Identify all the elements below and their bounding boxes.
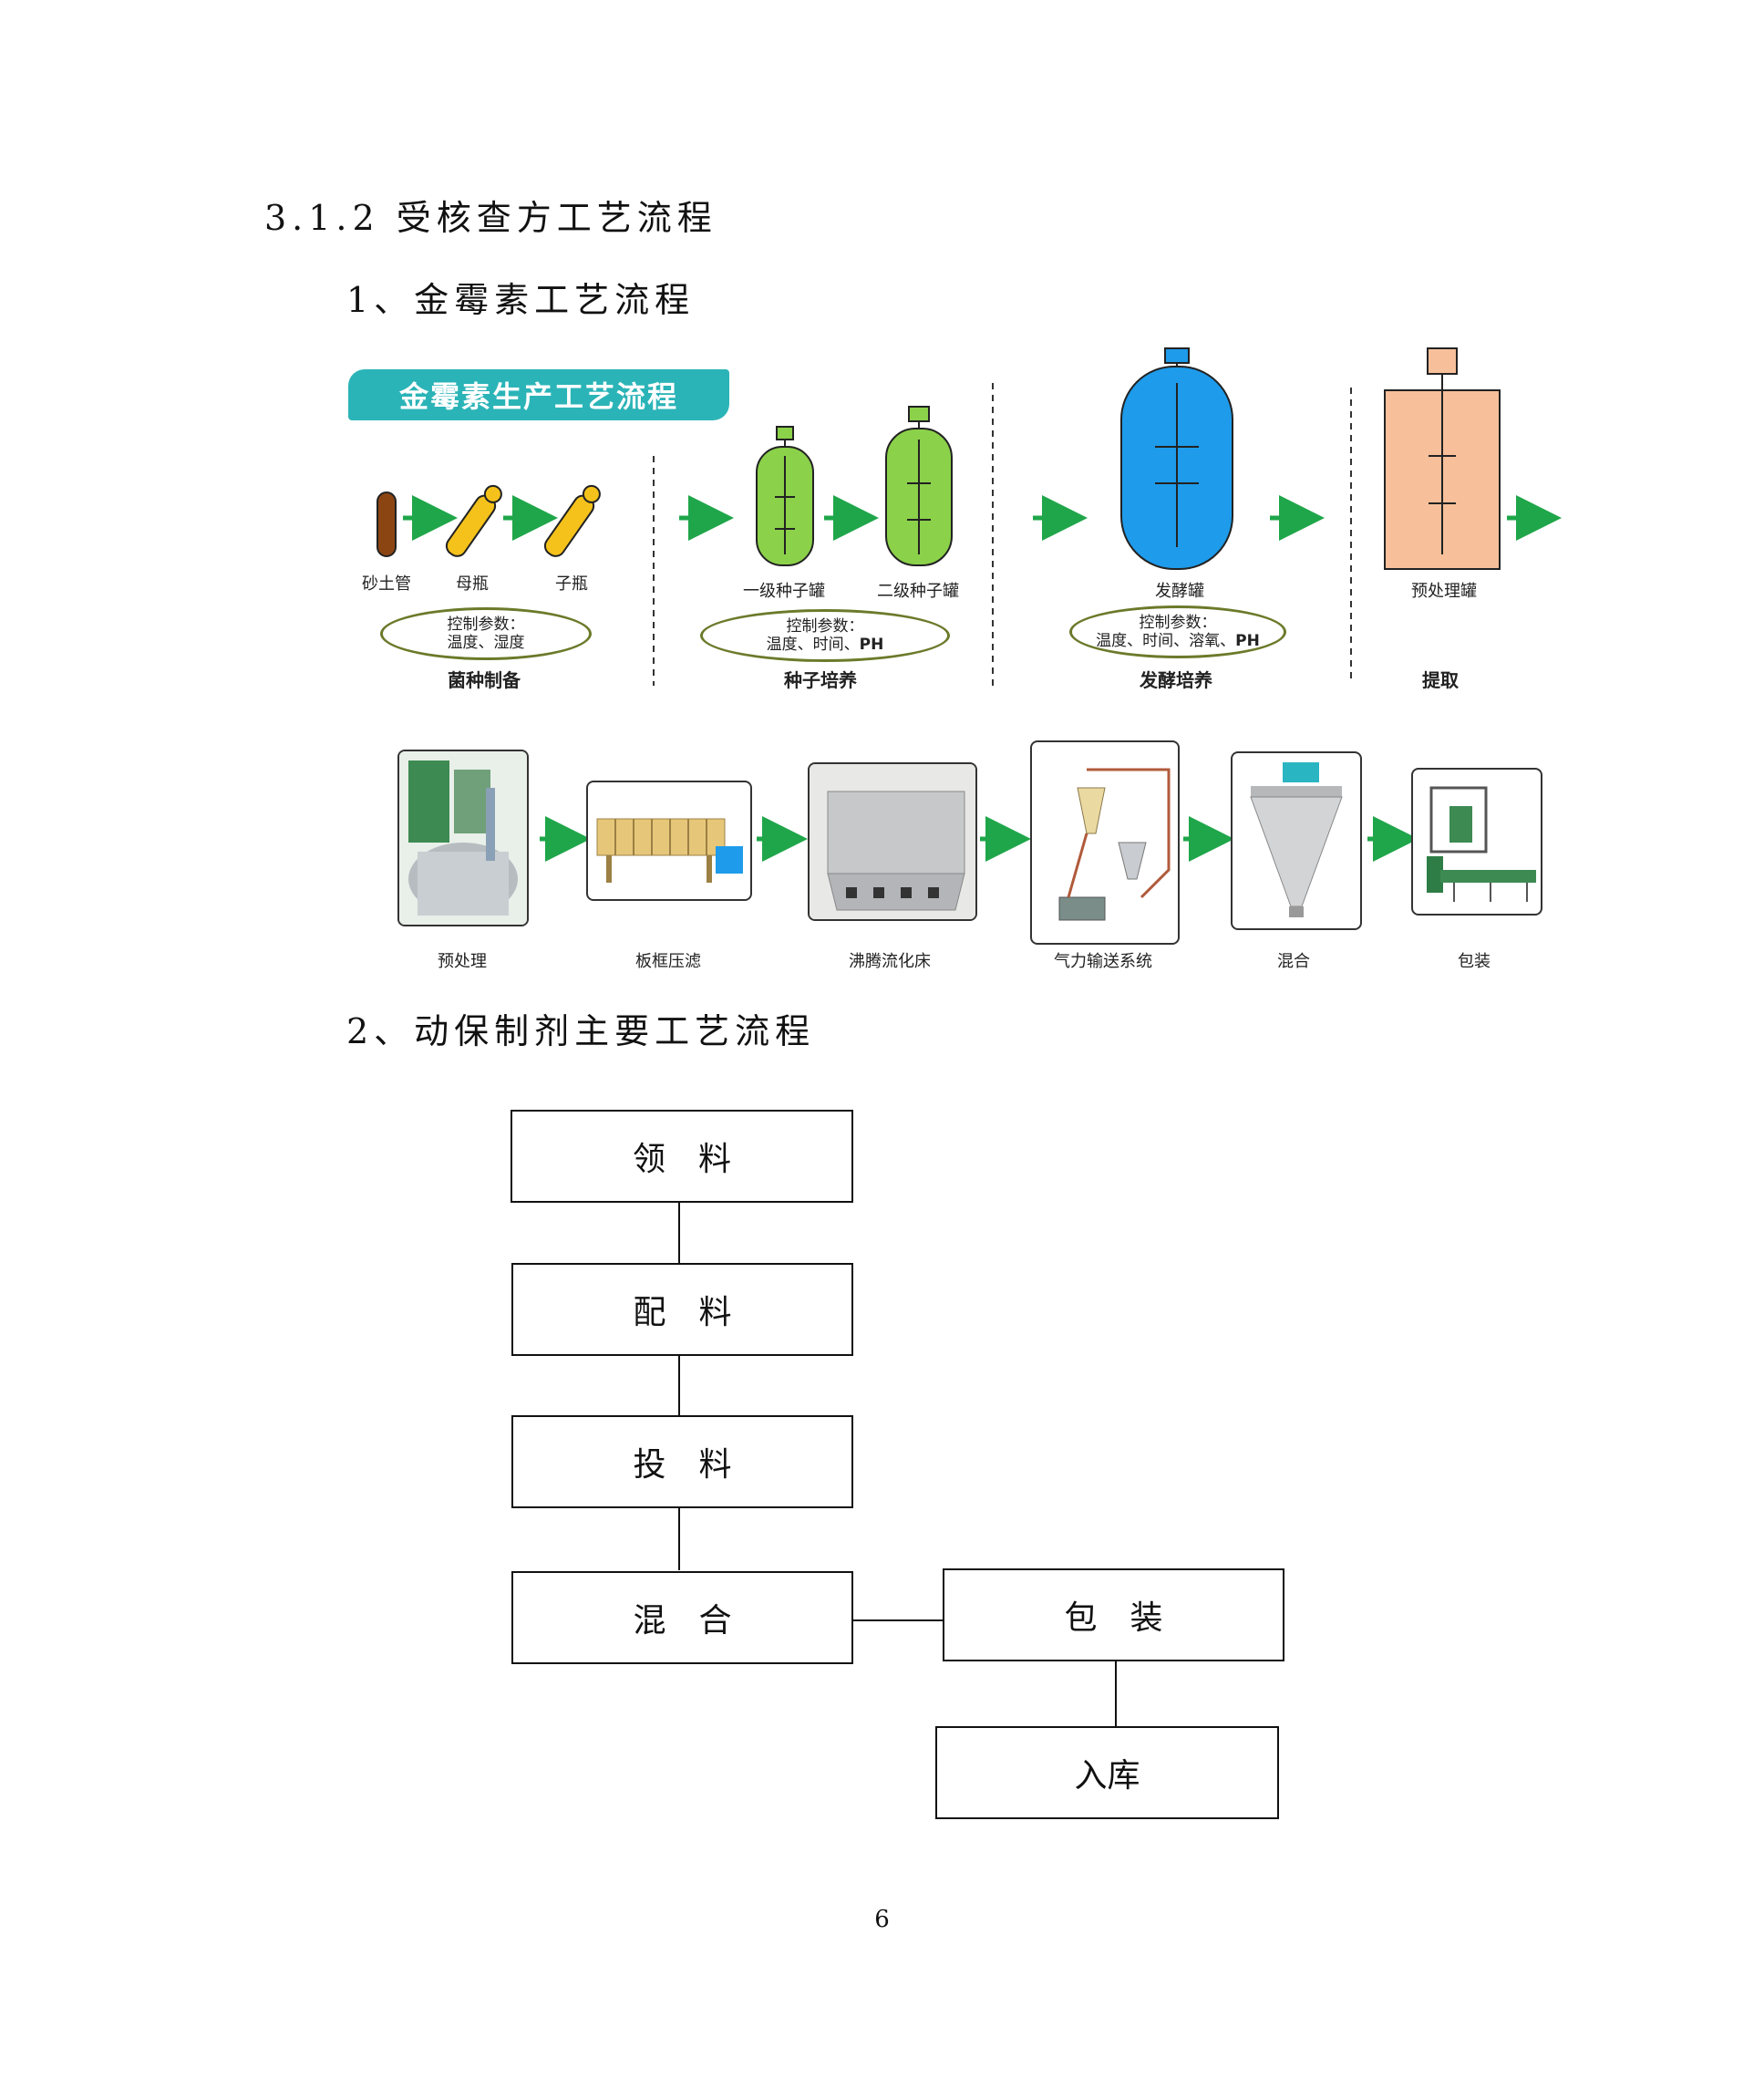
fermenter-icon	[1120, 347, 1233, 570]
flow-box-collect-materials: 领 料	[511, 1110, 853, 1203]
flow-box-mixing: 混 合	[511, 1571, 853, 1664]
sand-tube-label: 砂土管	[362, 574, 411, 594]
photo-label: 沸腾流化床	[849, 952, 931, 971]
section-heading: 3.1.2 受核查方工艺流程	[264, 198, 717, 238]
connector-line	[678, 1354, 680, 1416]
control-params-oval: 控制参数： 温度、湿度	[380, 607, 592, 660]
control-params-title: 控制参数：	[1139, 614, 1217, 632]
pretreatment-tank-label: 预处理罐	[1411, 582, 1477, 601]
pretreatment-tank-icon	[1384, 347, 1501, 570]
control-params-values: 温度、时间、溶氧、	[1096, 632, 1236, 650]
control-params-values: 温度、湿度	[447, 634, 525, 652]
photo-label: 混合	[1277, 952, 1310, 971]
seed-tank-2-label: 二级种子罐	[877, 582, 959, 601]
control-params-title: 控制参数：	[447, 616, 525, 634]
control-params-oval: 控制参数： 温度、时间、溶氧、PH	[1069, 605, 1286, 658]
photo-label: 包装	[1458, 952, 1491, 971]
control-params-oval: 控制参数： 温度、时间、PH	[700, 609, 950, 662]
control-params-ph: PH	[859, 636, 884, 654]
sand-tube-icon	[377, 491, 397, 557]
photo-label: 气力输送系统	[1054, 952, 1152, 971]
cone-mixer-photo	[1231, 751, 1362, 930]
child-bottle-icon	[543, 484, 601, 557]
page-number: 6	[874, 1906, 890, 1933]
flow-box-packaging: 包 装	[943, 1568, 1284, 1661]
mother-bottle-icon	[445, 484, 502, 557]
fermenter-label: 发酵罐	[1155, 582, 1204, 601]
seed-tank-1-icon	[756, 426, 814, 566]
child-bottle-label: 子瓶	[555, 574, 588, 594]
filter-press-photo	[586, 781, 752, 901]
stage-label: 菌种制备	[448, 669, 521, 691]
connector-line	[678, 1201, 680, 1264]
connector-line	[678, 1506, 680, 1570]
photo-label: 预处理	[438, 952, 487, 971]
stage-label: 种子培养	[784, 669, 857, 691]
fluidized-bed-photo	[808, 762, 977, 921]
control-params-title: 控制参数：	[786, 617, 864, 636]
stage-label: 提取	[1422, 669, 1459, 691]
process-banner: 金霉素生产工艺流程	[348, 369, 729, 420]
control-params-values: 温度、时间、	[766, 636, 860, 654]
control-params-ph: PH	[1235, 632, 1260, 650]
subsection-heading-1: 1、金霉素工艺流程	[346, 280, 696, 320]
seed-tank-1-label: 一级种子罐	[743, 582, 825, 601]
connector-line	[1115, 1660, 1117, 1728]
photo-label: 板框压滤	[635, 952, 701, 971]
packaging-machine-photo	[1411, 768, 1542, 916]
stage-label: 发酵培养	[1140, 669, 1212, 691]
mother-bottle-label: 母瓶	[456, 574, 489, 594]
seed-tank-2-icon	[885, 406, 953, 566]
connector-line	[851, 1619, 943, 1621]
pretreatment-equipment-photo	[397, 750, 529, 926]
subsection-heading-2: 2、动保制剂主要工艺流程	[346, 1011, 816, 1051]
flow-box-feeding: 投 料	[511, 1415, 853, 1508]
pneumatic-conveying-photo	[1030, 740, 1180, 945]
flow-box-batching: 配 料	[511, 1263, 853, 1356]
flow-box-warehousing: 入库	[935, 1726, 1279, 1819]
